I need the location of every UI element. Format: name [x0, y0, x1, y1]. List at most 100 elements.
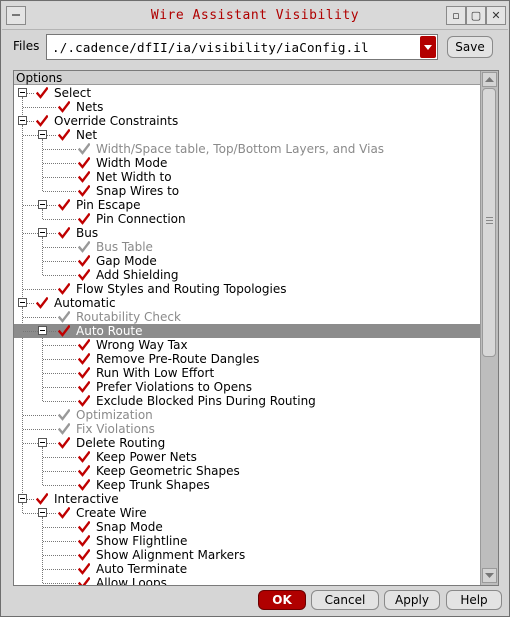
collapse-minus-icon[interactable]	[18, 494, 27, 503]
collapse-minus-icon[interactable]	[38, 508, 47, 517]
tree-row[interactable]: Keep Power Nets	[14, 450, 482, 464]
tree-row[interactable]: Show Flightline	[14, 534, 482, 548]
collapse-minus-icon[interactable]	[38, 200, 47, 209]
check-icon[interactable]	[78, 395, 90, 407]
tree-row[interactable]: Width/Space table, Top/Bottom Layers, an…	[14, 142, 482, 156]
tree-row[interactable]: Add Shielding	[14, 268, 482, 282]
check-icon[interactable]	[78, 143, 90, 155]
tree-row[interactable]: Delete Routing	[14, 436, 482, 450]
check-icon[interactable]	[58, 507, 70, 519]
check-icon[interactable]	[78, 465, 90, 477]
check-icon[interactable]	[78, 479, 90, 491]
check-icon[interactable]	[78, 339, 90, 351]
cancel-button[interactable]: Cancel	[311, 590, 379, 610]
maximize-button[interactable]: ▢	[466, 6, 486, 25]
check-icon[interactable]	[78, 451, 90, 463]
collapse-minus-icon[interactable]	[38, 130, 47, 139]
collapse-minus-icon[interactable]	[38, 228, 47, 237]
check-icon[interactable]	[78, 241, 90, 253]
check-icon[interactable]	[58, 311, 70, 323]
collapse-minus-icon[interactable]	[18, 298, 27, 307]
tree-row[interactable]: Wrong Way Tax	[14, 338, 482, 352]
tree-row[interactable]: Width Mode	[14, 156, 482, 170]
tree-row[interactable]: Auto Route	[14, 324, 482, 338]
check-icon[interactable]	[36, 115, 48, 127]
check-icon[interactable]	[78, 563, 90, 575]
check-icon[interactable]	[58, 199, 70, 211]
check-icon[interactable]	[58, 283, 70, 295]
vertical-scrollbar[interactable]	[480, 71, 498, 585]
collapse-minus-icon[interactable]	[38, 438, 47, 447]
check-icon[interactable]	[78, 577, 90, 586]
tree-row[interactable]: Create Wire	[14, 506, 482, 520]
check-icon[interactable]	[78, 367, 90, 379]
check-icon[interactable]	[78, 157, 90, 169]
tree-row[interactable]: Routability Check	[14, 310, 482, 324]
tree-row[interactable]: Gap Mode	[14, 254, 482, 268]
files-dropdown-button[interactable]	[420, 36, 436, 58]
tree-row[interactable]: Net	[14, 128, 482, 142]
tree-row[interactable]: Fix Violations	[14, 422, 482, 436]
tree-row[interactable]: Snap Wires to	[14, 184, 482, 198]
check-icon[interactable]	[36, 493, 48, 505]
tree-row[interactable]: Bus	[14, 226, 482, 240]
window-menu-button[interactable]	[6, 6, 26, 25]
tree-row[interactable]: Net Width to	[14, 170, 482, 184]
check-icon[interactable]	[58, 325, 70, 337]
files-path-value[interactable]: ./.cadence/dfII/ia/visibility/iaConfig.i…	[52, 40, 369, 55]
tree-row[interactable]: Keep Geometric Shapes	[14, 464, 482, 478]
collapse-minus-icon[interactable]	[18, 116, 27, 125]
check-icon[interactable]	[58, 129, 70, 141]
tree-row[interactable]: Show Alignment Markers	[14, 548, 482, 562]
tree-row[interactable]: Keep Trunk Shapes	[14, 478, 482, 492]
check-icon[interactable]	[78, 213, 90, 225]
tree-row[interactable]: Pin Escape	[14, 198, 482, 212]
tree-row[interactable]: Interactive	[14, 492, 482, 506]
tree-row[interactable]: Auto Terminate	[14, 562, 482, 576]
tree-row[interactable]: Select	[14, 86, 482, 100]
check-icon[interactable]	[78, 171, 90, 183]
tree-row[interactable]: Nets	[14, 100, 482, 114]
help-button[interactable]: Help	[446, 590, 502, 610]
collapse-minus-icon[interactable]	[18, 88, 27, 97]
check-icon[interactable]	[36, 297, 48, 309]
check-icon[interactable]	[78, 353, 90, 365]
tree-row[interactable]: Optimization	[14, 408, 482, 422]
check-icon[interactable]	[78, 549, 90, 561]
check-icon[interactable]	[78, 535, 90, 547]
tree-row[interactable]: Pin Connection	[14, 212, 482, 226]
tree-row[interactable]: Prefer Violations to Opens	[14, 380, 482, 394]
check-icon[interactable]	[78, 185, 90, 197]
check-icon[interactable]	[78, 381, 90, 393]
check-icon[interactable]	[78, 521, 90, 533]
minimize-button[interactable]: ▫	[446, 6, 466, 25]
apply-button[interactable]: Apply	[384, 590, 440, 610]
check-icon[interactable]	[58, 227, 70, 239]
files-combobox[interactable]: ./.cadence/dfII/ia/visibility/iaConfig.i…	[46, 34, 438, 60]
check-icon[interactable]	[78, 255, 90, 267]
collapse-minus-icon[interactable]	[38, 326, 47, 335]
check-icon[interactable]	[58, 101, 70, 113]
check-icon[interactable]	[36, 87, 48, 99]
tree-row[interactable]: Automatic	[14, 296, 482, 310]
check-icon[interactable]	[58, 437, 70, 449]
scrollbar-thumb[interactable]	[482, 88, 496, 357]
ok-button[interactable]: OK	[258, 590, 306, 610]
tree-row[interactable]: Override Constraints	[14, 114, 482, 128]
tree-row[interactable]: Snap Mode	[14, 520, 482, 534]
save-button[interactable]: Save	[447, 36, 493, 58]
scroll-down-button[interactable]	[482, 568, 497, 583]
tree-row[interactable]: Bus Table	[14, 240, 482, 254]
title-bar[interactable]: Wire Assistant Visibility ▫ ▢ ✕	[2, 2, 508, 30]
check-icon[interactable]	[58, 409, 70, 421]
scroll-up-button[interactable]	[482, 72, 497, 87]
check-icon[interactable]	[78, 269, 90, 281]
tree-row[interactable]: Allow Loops	[14, 576, 482, 586]
tree-row[interactable]: Run With Low Effort	[14, 366, 482, 380]
tree-row[interactable]: Exclude Blocked Pins During Routing	[14, 394, 482, 408]
tree-row[interactable]: Remove Pre-Route Dangles	[14, 352, 482, 366]
close-button[interactable]: ✕	[486, 6, 506, 25]
check-icon[interactable]	[58, 423, 70, 435]
tree-row[interactable]: Flow Styles and Routing Topologies	[14, 282, 482, 296]
